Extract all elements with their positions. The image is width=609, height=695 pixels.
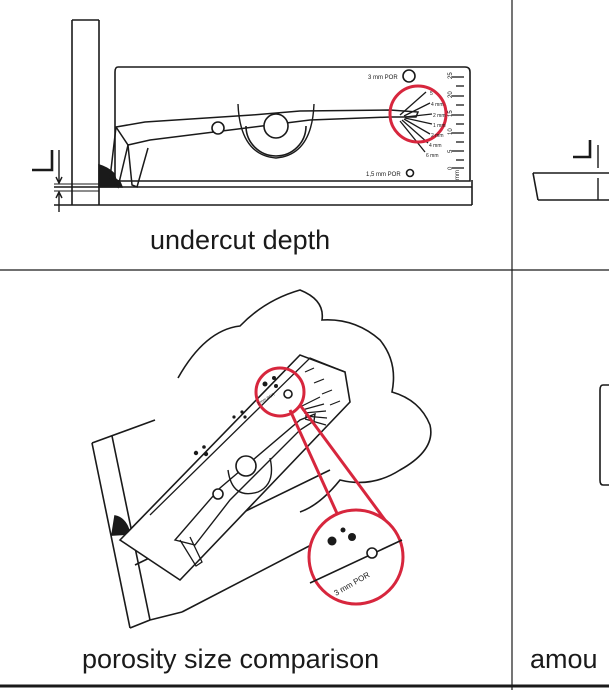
porosity-pores (193, 376, 278, 457)
por-bottom-circle (405, 168, 415, 178)
scale-number-0: 25 (448, 72, 454, 79)
porosity-knob (235, 455, 257, 477)
zoom-pores (327, 527, 356, 546)
circle-label-2: 2 mm (433, 113, 446, 119)
gauge-hole (211, 121, 225, 135)
circle-label-3: 1 mm (433, 123, 446, 129)
circle-label-1: 4 mm (431, 102, 444, 108)
circle-label-5: 4 mm (429, 143, 442, 149)
scale-number-1: 20 (448, 91, 454, 98)
top-right-partial-illustration (532, 140, 609, 201)
porosity-scale-ticks (299, 367, 341, 426)
porosity-gauge-hole (212, 488, 224, 500)
por-top-circle (402, 69, 416, 83)
scale-number-5: 0 (448, 166, 454, 170)
gauge-scale-ticks (452, 76, 464, 169)
scale-number-4: 5 (448, 149, 454, 153)
gauge-cutout-arc (245, 125, 307, 157)
scale-number-3: 10 (448, 128, 454, 135)
porosity-por-circle (283, 389, 293, 399)
highlight-circle-bottom (254, 366, 306, 418)
por-top-label: 3 mm POR (368, 75, 398, 81)
gauge-knob (263, 113, 289, 139)
zoom-circle (307, 508, 405, 606)
zoom-leader-right (298, 404, 387, 521)
zoom-gauge-edge (309, 539, 403, 584)
partial-gauge-body (599, 384, 609, 486)
bottom-right-partial-illustration (599, 384, 609, 486)
caption-porosity-size-comparison: porosity size comparison (82, 644, 380, 674)
zoom-detail: 3 mm POR (307, 508, 405, 606)
scale-unit: mm (455, 170, 461, 180)
gauge-pointer-arm (109, 109, 420, 189)
zoom-leader-left (288, 409, 342, 521)
circle-label-6: 6 mm (426, 153, 439, 159)
undercut-illustration (32, 19, 473, 212)
zoom-por-circle (366, 547, 378, 559)
scale-number-2: 15 (448, 110, 454, 117)
horizontal-plate (54, 180, 473, 206)
gauge-body (114, 66, 471, 182)
gauge-fan-lines (399, 91, 433, 153)
circle-label-4: 2 mm (431, 133, 444, 139)
circle-label-0: 5 (430, 91, 433, 97)
highlight-circle-top (388, 84, 448, 144)
caption-partial-amount: amou (530, 644, 598, 674)
por-bottom-label: 1,5 mm POR (366, 172, 401, 178)
undercut-symbol (32, 150, 99, 212)
caption-undercut-depth: undercut depth (150, 225, 331, 255)
vertical-plate (71, 19, 100, 205)
gauge-text-top: 3 mm POR 1,5 mm POR 5 4 mm 2 mm 1 mm 2 m… (366, 72, 461, 180)
